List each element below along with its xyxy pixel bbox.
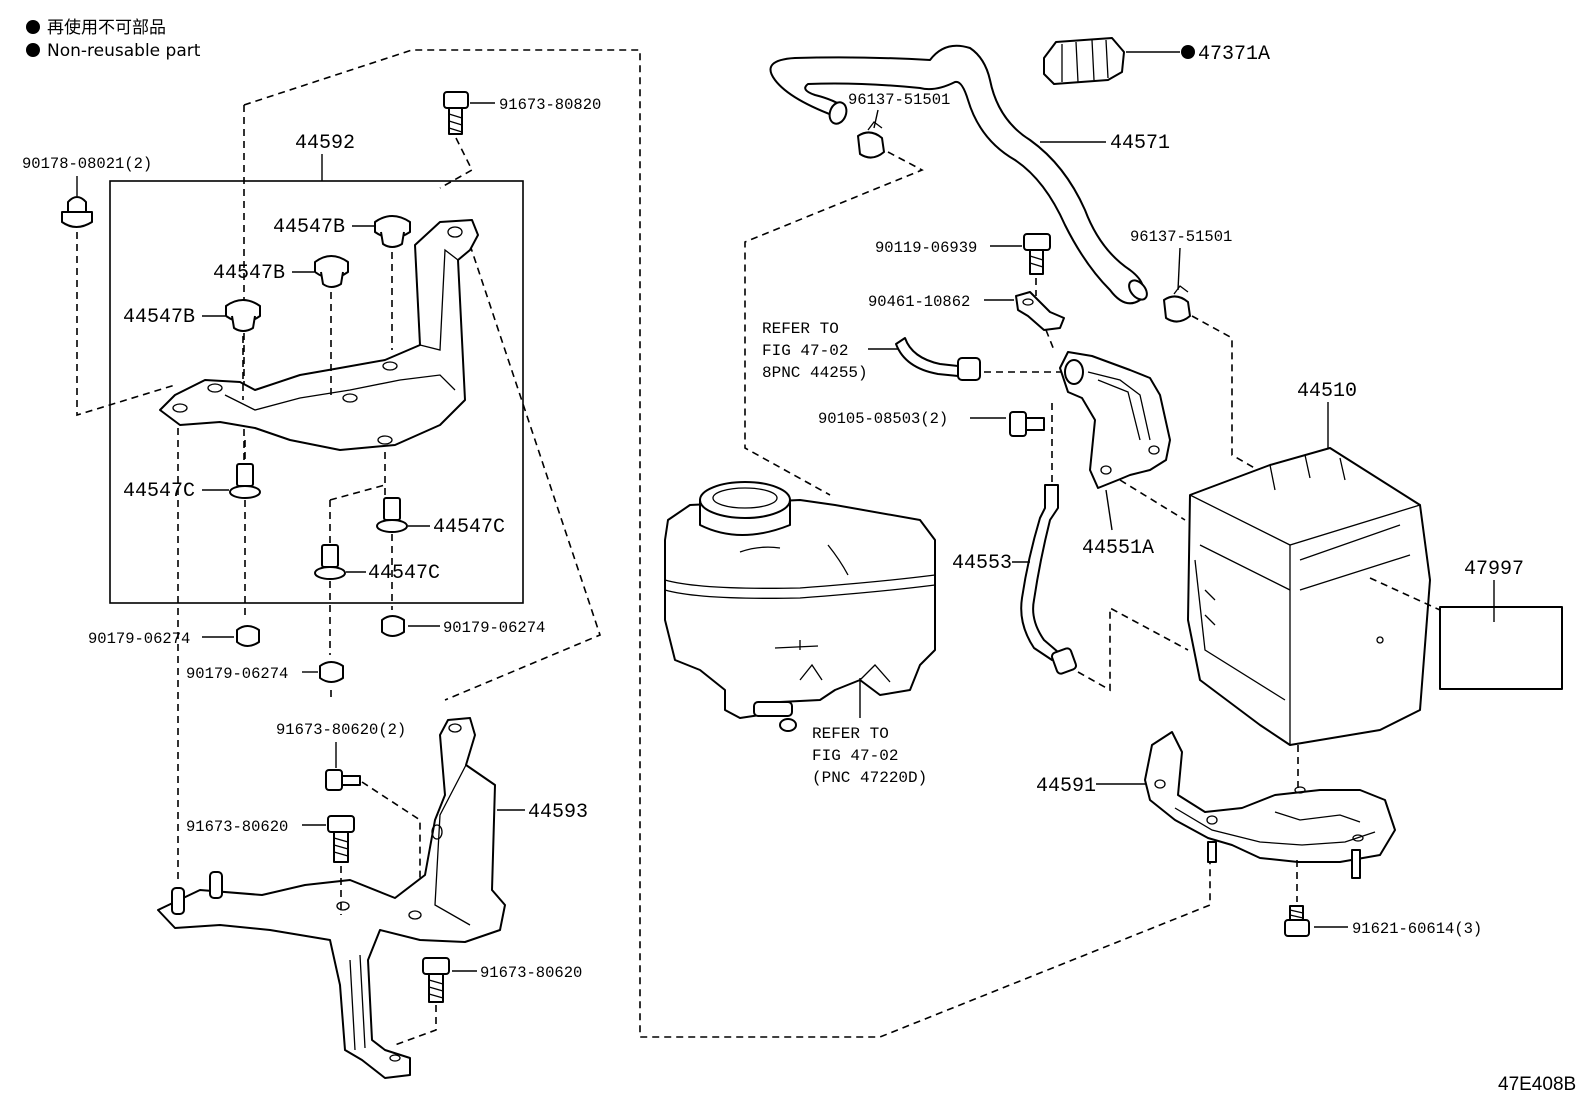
sensor-cable-44553-icon [1020, 484, 1078, 675]
grommet-44547B-lower-icon [225, 299, 261, 332]
bracket-44551A-path [1119, 479, 1186, 521]
non-reusable-bullet-icon [1181, 45, 1195, 59]
clip-96137-51501-right-icon [1163, 285, 1191, 323]
bracket-link-dashed [444, 244, 601, 701]
figure-id: 47E408B [1498, 1074, 1576, 1095]
collar-right-path [384, 452, 393, 610]
label-91673-80620-2: 91673-80620(2) [276, 721, 406, 739]
assembly-frame-44592 [109, 180, 524, 604]
nut-90179-06274-center-icon [319, 661, 344, 683]
non-reusable-bullet-icon [26, 43, 40, 57]
label-91673-80620-middle: 91673-80620 [186, 818, 288, 836]
legend-english: Non-reusable part [47, 41, 201, 61]
legend-japanese: 再使用不可部品 [47, 17, 166, 38]
non-reusable-bullet-icon [26, 20, 40, 34]
label-44593: 44593 [528, 801, 588, 824]
leader-96137-right [1177, 247, 1181, 291]
label-sticker-47997-icon [1439, 606, 1563, 690]
grommet-44547B-middle-icon [314, 255, 349, 288]
collar-44547C-left-icon [229, 463, 261, 499]
bracket-44591-icon [1144, 731, 1396, 879]
refer-note-1-line2: FIG 47-02 [762, 342, 848, 360]
label-44547C-right: 44547C [433, 516, 505, 539]
label-91673-80820: 91673-80820 [499, 96, 601, 114]
hose-44571-icon [769, 44, 1148, 305]
collar-center-path [329, 484, 386, 655]
label-44510: 44510 [1297, 380, 1357, 403]
label-96137-51501-left: 96137-51501 [848, 91, 950, 109]
label-91673-80620-lower: 91673-80620 [480, 964, 582, 982]
nut-90179-06274-left-icon [236, 625, 260, 647]
bolt-90105-08503-icon [1009, 411, 1045, 437]
brake-fluid-reservoir-icon [664, 481, 936, 732]
clamp-90461-10862-icon [1015, 291, 1065, 331]
label-90179-06274-center: 90179-06274 [186, 665, 288, 683]
label-90461-10862: 90461-10862 [868, 293, 970, 311]
nut-90178-path [76, 232, 176, 417]
clamp-path [1045, 329, 1055, 351]
cable-path [1051, 400, 1189, 692]
label-44592: 44592 [295, 132, 355, 155]
label-44591: 44591 [1036, 775, 1096, 798]
bolt-80620-2-path [361, 781, 421, 880]
refer-note-2-line3: (PNC 47220D) [812, 769, 927, 787]
label-44547B-lower: 44547B [123, 306, 195, 329]
leader-96137-left [873, 109, 879, 129]
bolt-80820-path [439, 137, 474, 189]
collar-44547C-center-icon [314, 544, 346, 580]
label-91621-60614: 91621-60614(3) [1352, 920, 1482, 938]
bolt-91673-80620-lower-icon [422, 957, 450, 1003]
label-47371A: 47371A [1198, 43, 1270, 66]
bolt-90119-06939-icon [1023, 233, 1051, 275]
brake-line-fitting-icon [895, 337, 981, 381]
label-90179-06274-right: 90179-06274 [443, 619, 545, 637]
upper-bracket-icon [159, 219, 479, 451]
collar-44547C-right-icon [376, 497, 408, 533]
grommet-44547B-top-icon [374, 215, 411, 248]
nut-90179-06274-right-icon [381, 615, 405, 637]
label-44547B-top: 44547B [273, 216, 345, 239]
bolt-91673-80620-angled-icon [325, 769, 361, 791]
connector-47371A-icon [1043, 37, 1125, 85]
label-90105-08503: 90105-08503(2) [818, 410, 948, 428]
label-44571: 44571 [1110, 132, 1170, 155]
leader-44551A [1105, 489, 1113, 531]
refer-note-2-line2: FIG 47-02 [812, 747, 898, 765]
clip-right-path [1191, 315, 1273, 479]
bolt-91673-80820-icon [443, 91, 469, 135]
refer-note-2-line1: REFER TO [812, 725, 889, 743]
label-44547B-middle: 44547B [213, 262, 285, 285]
nut-90178-08021-icon [61, 196, 93, 228]
clip-left-path [744, 151, 924, 496]
refer-note-1-line1: REFER TO [762, 320, 839, 338]
label-44547C-center: 44547C [368, 562, 440, 585]
lower-bracket-44593-icon [157, 717, 506, 1079]
refer-note-1-line3: 8PNC 44255) [762, 364, 868, 382]
bolt-91621-60614-icon [1284, 905, 1310, 937]
label-44553: 44553 [952, 552, 1012, 575]
label-90178-08021: 90178-08021(2) [22, 155, 152, 173]
label-90119-06939: 90119-06939 [875, 239, 977, 257]
legend: 再使用不可部品 Non-reusable part [26, 17, 201, 61]
label-96137-51501-right: 96137-51501 [1130, 228, 1232, 246]
sticker-path [1369, 577, 1441, 611]
abs-actuator-44510-icon [1187, 447, 1431, 746]
clip-96137-51501-left-icon [857, 121, 885, 159]
bolt-91673-80620-middle-icon [327, 815, 355, 863]
label-44547C-left: 44547C [123, 480, 195, 503]
label-44551A: 44551A [1082, 537, 1154, 560]
bracket-44551A-icon [1059, 351, 1171, 489]
bolt-80620-lower-path [394, 1005, 437, 1046]
label-47997: 47997 [1464, 558, 1524, 581]
label-90179-06274-left: 90179-06274 [88, 630, 190, 648]
